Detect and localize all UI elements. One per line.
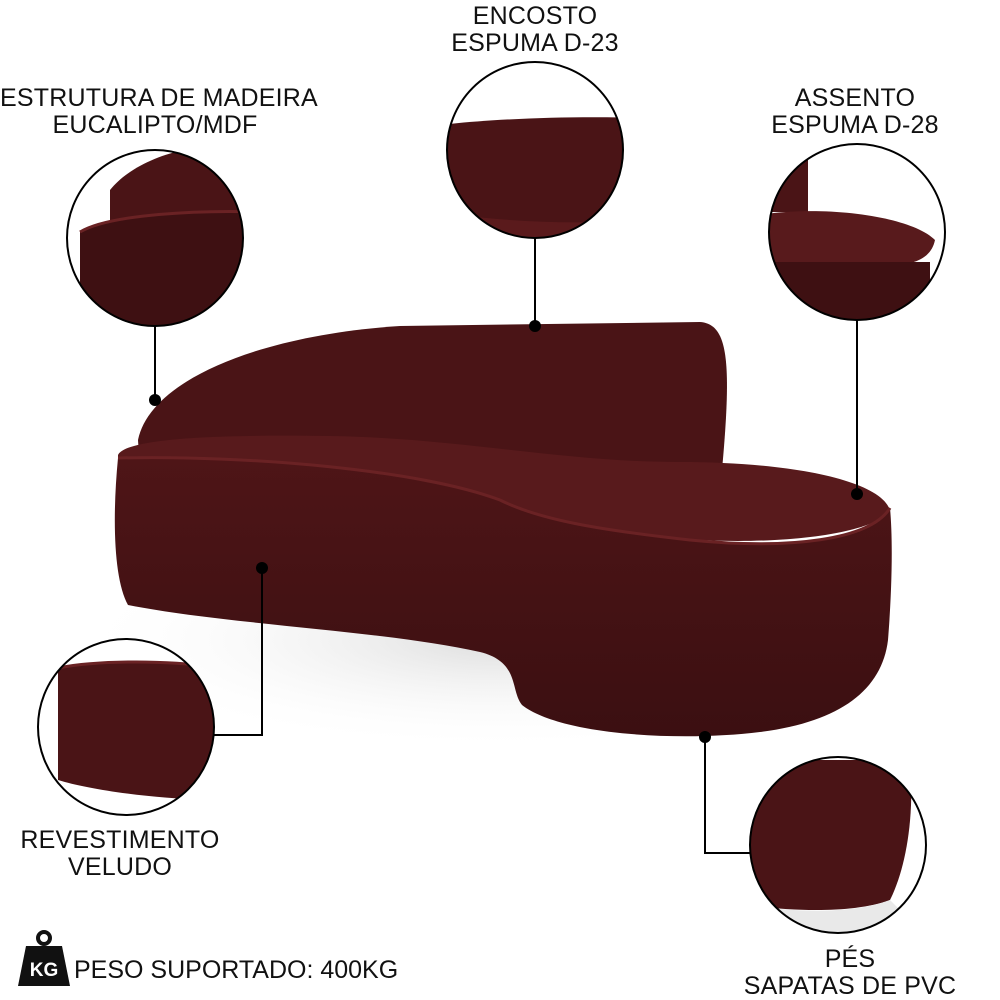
dot-pes [699,731,711,743]
zoom-circle-estrutura [66,149,244,327]
pes-line2: SAPATAS DE PVC [743,972,957,1000]
sofa-seat-rim [117,456,892,546]
pes-line1: PÉS [824,945,876,973]
sofa-seat-top [118,435,890,541]
weight-badge-text: KG [30,960,59,981]
callout-label-estrutura: ESTRUTURA DE MADEIRA EUCALIPTO/MDF [0,84,318,139]
callout-label-revestimento: REVESTIMENTO VELUDO [10,827,230,881]
estrutura-line1: ESTRUTURA DE MADEIRA [0,84,318,112]
callout-dots [149,320,863,743]
assento-line2: ESPUMA D-28 [771,111,939,139]
sofa-backrest [138,322,727,470]
zoom-circle-assento [768,143,946,321]
dot-encosto [529,320,541,332]
line-pes [704,737,750,854]
assento-line1: ASSENTO [794,84,916,112]
dot-assento [851,488,863,500]
line-revestimento [214,568,263,736]
weight-capacity-label: PESO SUPORTADO: 400KG [74,956,399,984]
callout-label-encosto: ENCOSTO ESPUMA D-23 [430,3,640,57]
revestimento-line1: REVESTIMENTO [20,826,220,854]
estrutura-line2: EUCALIPTO/MDF [52,111,258,139]
weight-kg-icon: KG [18,930,70,986]
zoom-circle-encosto [446,61,624,239]
callout-label-assento: ASSENTO ESPUMA D-28 [760,85,950,139]
sofa [114,322,892,737]
encosto-line2: ESPUMA D-23 [451,29,619,57]
callout-label-pes: PÉS SAPATAS DE PVC [740,946,960,1000]
encosto-line1: ENCOSTO [472,2,598,30]
callout-lines [154,238,858,854]
dot-estrutura [149,394,161,406]
revestimento-line2: VELUDO [67,853,172,881]
sofa-seat-front [114,457,892,737]
dot-revestimento [256,562,268,574]
zoom-circle-revestimento [37,638,215,816]
zoom-circle-pes [749,756,927,934]
